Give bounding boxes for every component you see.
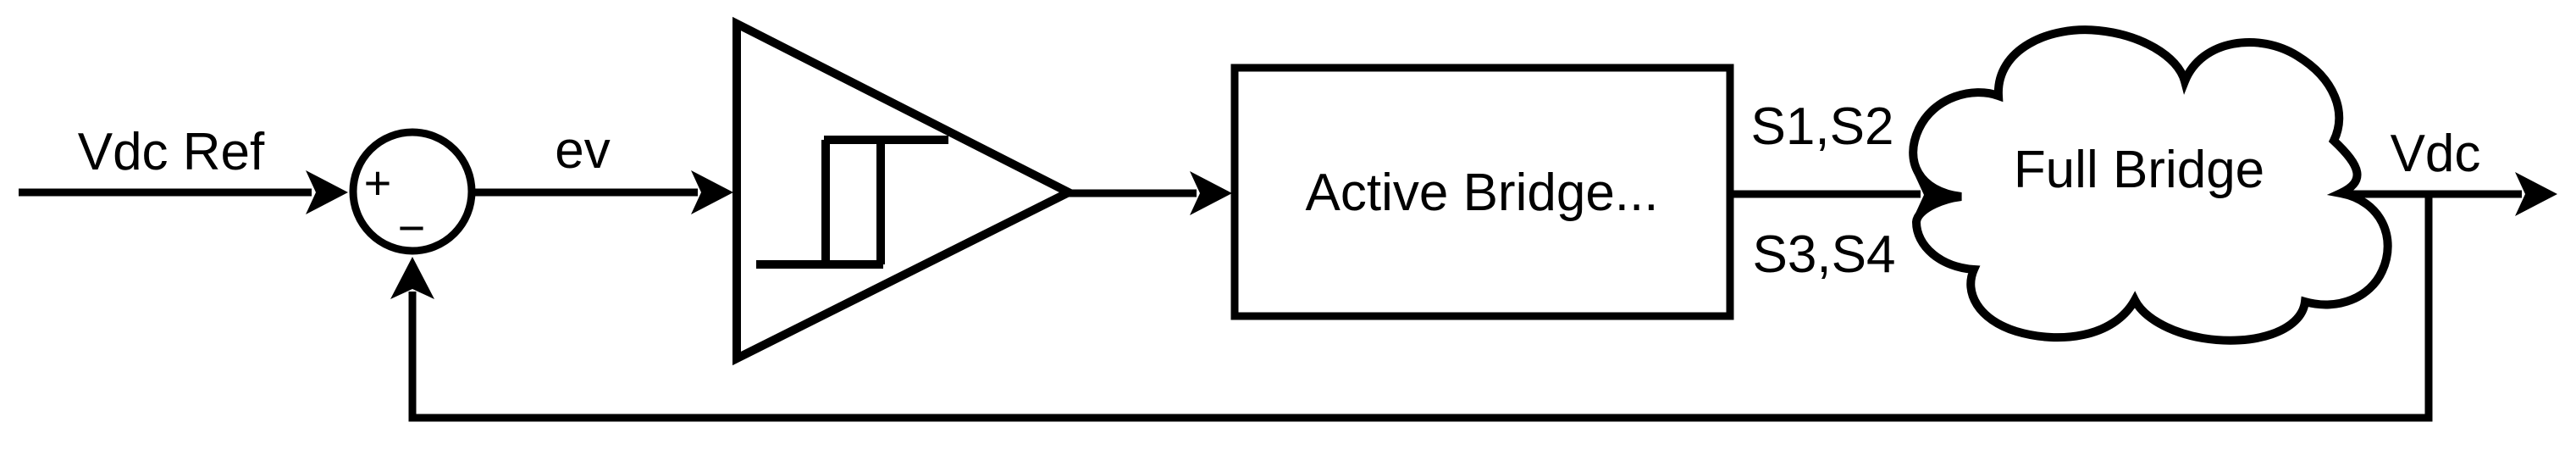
output-signal-label: Vdc (2391, 125, 2481, 183)
feedback-arrowhead-icon (390, 257, 434, 299)
controller-block-label: Active Bridge... (1306, 164, 1659, 222)
output-arrowhead-icon (2515, 172, 2557, 216)
hysteresis-relay-icon (756, 136, 948, 269)
comparator-output-arrowhead-icon (1190, 171, 1232, 215)
error-signal-label: ev (555, 121, 610, 180)
minus-sign: − (398, 201, 426, 254)
error-arrowhead-icon (691, 170, 733, 214)
comparator-triangle (732, 16, 1079, 366)
input-arrowhead-icon (306, 170, 348, 214)
input-signal-label: Vdc Ref (78, 123, 265, 181)
plant-block-label: Full Bridge (2014, 141, 2264, 199)
cloud-shape-icon (1909, 25, 2392, 345)
plus-sign: + (364, 156, 392, 209)
gates-bottom-label: S3,S4 (1753, 225, 1896, 284)
active-bridge-block (1230, 64, 1734, 320)
gates-top-label: S1,S2 (1751, 97, 1894, 156)
feedback-line (408, 196, 2433, 422)
